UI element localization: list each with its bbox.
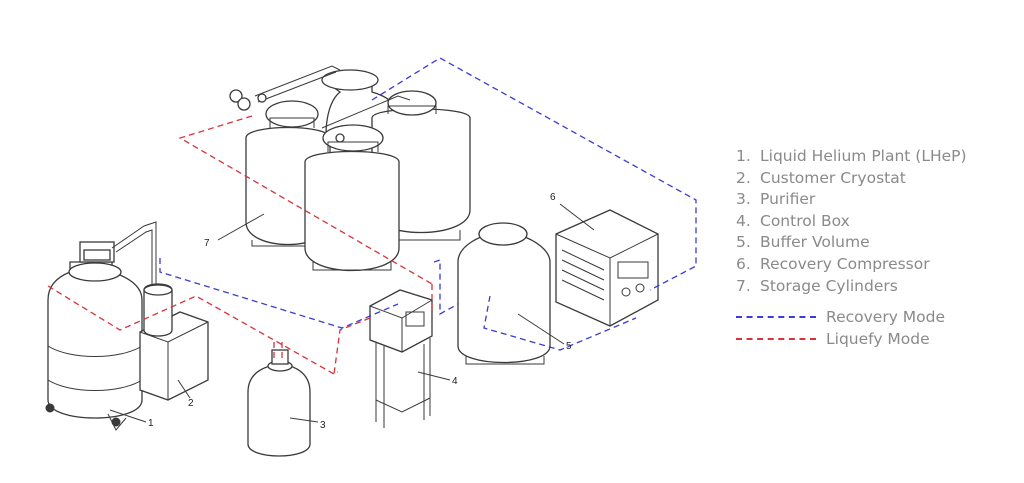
mode-legend-recovery: Recovery Mode bbox=[736, 308, 945, 326]
legend-item: 2.Customer Cryostat bbox=[736, 168, 906, 187]
red-dash-swatch bbox=[736, 338, 816, 340]
recovery-compressor bbox=[555, 209, 659, 327]
recovery-mode-lines bbox=[159, 57, 697, 351]
purifier bbox=[247, 349, 311, 457]
manifold-piping bbox=[229, 65, 411, 143]
legend-item: 3.Purifier bbox=[736, 190, 816, 209]
callouts: 1 2 3 4 5 6 7 bbox=[109, 192, 595, 431]
mode-legend-liquefy: Liquefy Mode bbox=[736, 330, 930, 348]
legend-item: 1.Liquid Helium Plant (LHeP) bbox=[736, 147, 967, 165]
legend-item: 4.Control Box bbox=[736, 211, 850, 230]
callout-3: 3 bbox=[320, 420, 326, 431]
callout-5: 5 bbox=[566, 341, 572, 352]
callout-4: 4 bbox=[452, 376, 458, 387]
legend-item: 6.Recovery Compressor bbox=[736, 254, 930, 273]
callout-2: 2 bbox=[188, 398, 194, 409]
legend-item: 5.Buffer Volume bbox=[736, 233, 870, 252]
callout-6: 6 bbox=[550, 192, 556, 203]
buffer-volume bbox=[457, 222, 551, 365]
component-legend: 1.Liquid Helium Plant (LHeP) 2.Customer … bbox=[736, 146, 967, 297]
callout-1: 1 bbox=[148, 418, 154, 429]
storage-cylinder-front-right bbox=[304, 124, 400, 272]
liquid-helium-plant bbox=[45, 221, 157, 431]
customer-cryostat bbox=[139, 283, 209, 401]
blue-dash-swatch bbox=[736, 316, 816, 318]
control-box bbox=[369, 289, 433, 428]
callout-7: 7 bbox=[204, 238, 210, 249]
liquefy-mode-lines bbox=[47, 115, 433, 375]
legend-item: 7.Storage Cylinders bbox=[736, 276, 898, 295]
